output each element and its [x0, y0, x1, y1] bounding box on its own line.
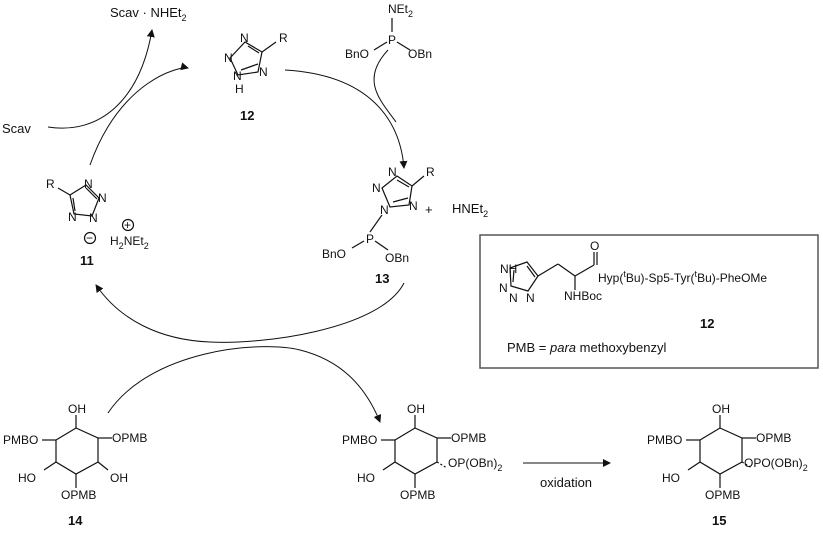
svg-text:N: N — [372, 181, 381, 195]
svg-text:OPMB: OPMB — [400, 488, 435, 502]
svg-text:OH: OH — [407, 402, 425, 416]
scav-nhet2-label: Scav · NHEt2 — [110, 5, 187, 23]
svg-text:H: H — [235, 82, 244, 96]
svg-text:N: N — [89, 211, 98, 225]
svg-text:PMBO: PMBO — [3, 433, 38, 447]
svg-text:P: P — [366, 232, 374, 246]
compound-label-12: 12 — [240, 108, 254, 123]
oxidation-label: oxidation — [540, 475, 592, 490]
svg-text:OPMB: OPMB — [451, 431, 486, 445]
svg-text:HO: HO — [18, 471, 36, 485]
svg-text:OPO(OBn)2: OPO(OBn)2 — [744, 456, 808, 473]
svg-text:N: N — [499, 281, 508, 295]
svg-text:N: N — [68, 210, 77, 224]
svg-text:NEt2: NEt2 — [388, 2, 413, 19]
inset-compound-label: 12 — [700, 316, 714, 331]
cycle-arc-reagent-in — [373, 49, 397, 123]
svg-text:N: N — [259, 65, 268, 79]
svg-text:PMBO: PMBO — [647, 433, 682, 447]
svg-text:N: N — [240, 31, 249, 45]
tetrazole-12: N N N N H R — [224, 31, 288, 96]
hnet2-label: HNEt2 — [452, 201, 488, 219]
svg-text:Hyp(tBu)-Sp5-Tyr(tBu)-PheOMe: Hyp(tBu)-Sp5-Tyr(tBu)-PheOMe — [598, 269, 767, 285]
cycle-arc-bottom-right — [107, 346, 382, 423]
inset-box — [479, 234, 819, 369]
svg-text:HO: HO — [662, 471, 680, 485]
svg-text:OPMB: OPMB — [112, 431, 147, 445]
svg-text:N: N — [224, 51, 233, 65]
svg-text:OPMB: OPMB — [61, 488, 96, 502]
scav-label: Scav — [2, 121, 31, 136]
svg-text:BnO: BnO — [322, 247, 346, 261]
cycle-arc-scav-in — [47, 29, 155, 129]
svg-text:OP(OBn)2: OP(OBn)2 — [448, 456, 502, 473]
svg-text:NH: NH — [500, 262, 517, 276]
svg-text:R: R — [46, 177, 55, 191]
plus-sign: + — [425, 202, 433, 217]
phosphoramidite-reagent: NEt2 P BnO OBn — [345, 2, 432, 61]
inositol-phosphate-15: OH PMBO OPMB HO OPO(OBn)2 OPMB — [647, 402, 808, 502]
svg-text:R: R — [279, 31, 288, 45]
svg-text:HO: HO — [357, 471, 375, 485]
svg-text:OBn: OBn — [385, 251, 409, 265]
svg-text:OH: OH — [68, 402, 86, 416]
phosphitylated-tetrazole-13: N N N N R P BnO OBn — [322, 165, 435, 265]
svg-text:H2NEt2: H2NEt2 — [110, 234, 149, 251]
svg-text:PMBO: PMBO — [342, 433, 377, 447]
svg-text:+: + — [124, 218, 131, 232]
inositol-14: OH PMBO OPMB HO OH OPMB — [3, 402, 147, 502]
svg-text:NHBoc: NHBoc — [564, 289, 602, 303]
svg-text:OPMB: OPMB — [756, 431, 791, 445]
svg-text:OH: OH — [712, 402, 730, 416]
cycle-arc-right — [284, 69, 408, 169]
svg-text:P: P — [388, 33, 396, 47]
compound-label-11: 11 — [80, 253, 94, 268]
svg-text:N: N — [233, 69, 242, 83]
compound-label-13: 13 — [375, 271, 389, 286]
svg-text:O: O — [590, 239, 599, 253]
inositol-phosphite: OH PMBO OPMB HO OP(OBn)2 OPMB — [342, 402, 502, 502]
svg-text:BnO: BnO — [345, 47, 369, 61]
tetrazolide-11: R N N N N − + H2NEt2 — [46, 177, 149, 251]
compound-label-14: 14 — [68, 513, 83, 528]
inset-structure-12: NH N N N O NHBoc Hyp(tBu)-Sp5-Tyr(tBu)-P… — [499, 239, 767, 305]
svg-text:OH: OH — [110, 471, 128, 485]
svg-text:N: N — [409, 199, 418, 213]
svg-text:N: N — [509, 291, 518, 305]
pmb-definition: PMB = para methoxybenzyl — [507, 340, 666, 355]
svg-text:R: R — [426, 165, 435, 179]
svg-text:N: N — [380, 203, 389, 217]
svg-text:N: N — [526, 291, 535, 305]
svg-text:N: N — [98, 191, 107, 205]
svg-text:−: − — [86, 231, 93, 245]
cycle-arc-bottom-left — [95, 282, 405, 343]
compound-label-15: 15 — [712, 513, 726, 528]
cycle-arc-top — [89, 62, 189, 166]
svg-text:OBn: OBn — [408, 47, 432, 61]
svg-text:N: N — [388, 165, 397, 179]
svg-text:OPMB: OPMB — [705, 488, 740, 502]
svg-text:N: N — [84, 177, 93, 191]
